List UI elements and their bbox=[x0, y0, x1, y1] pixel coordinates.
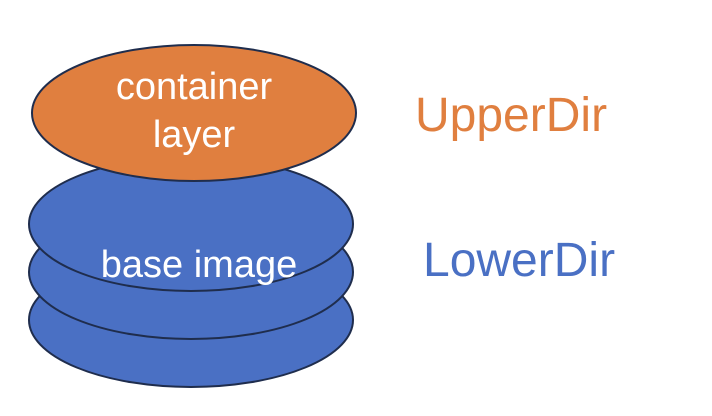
upper-dir-label: UpperDir bbox=[415, 89, 607, 142]
container-layer-label-line-2: layer bbox=[153, 114, 236, 156]
lower-dir-label: LowerDir bbox=[423, 234, 615, 287]
base-image-label: base image bbox=[101, 244, 297, 286]
container-layer-label-line-1: container bbox=[116, 66, 273, 108]
container-layer-ellipse bbox=[31, 44, 357, 182]
